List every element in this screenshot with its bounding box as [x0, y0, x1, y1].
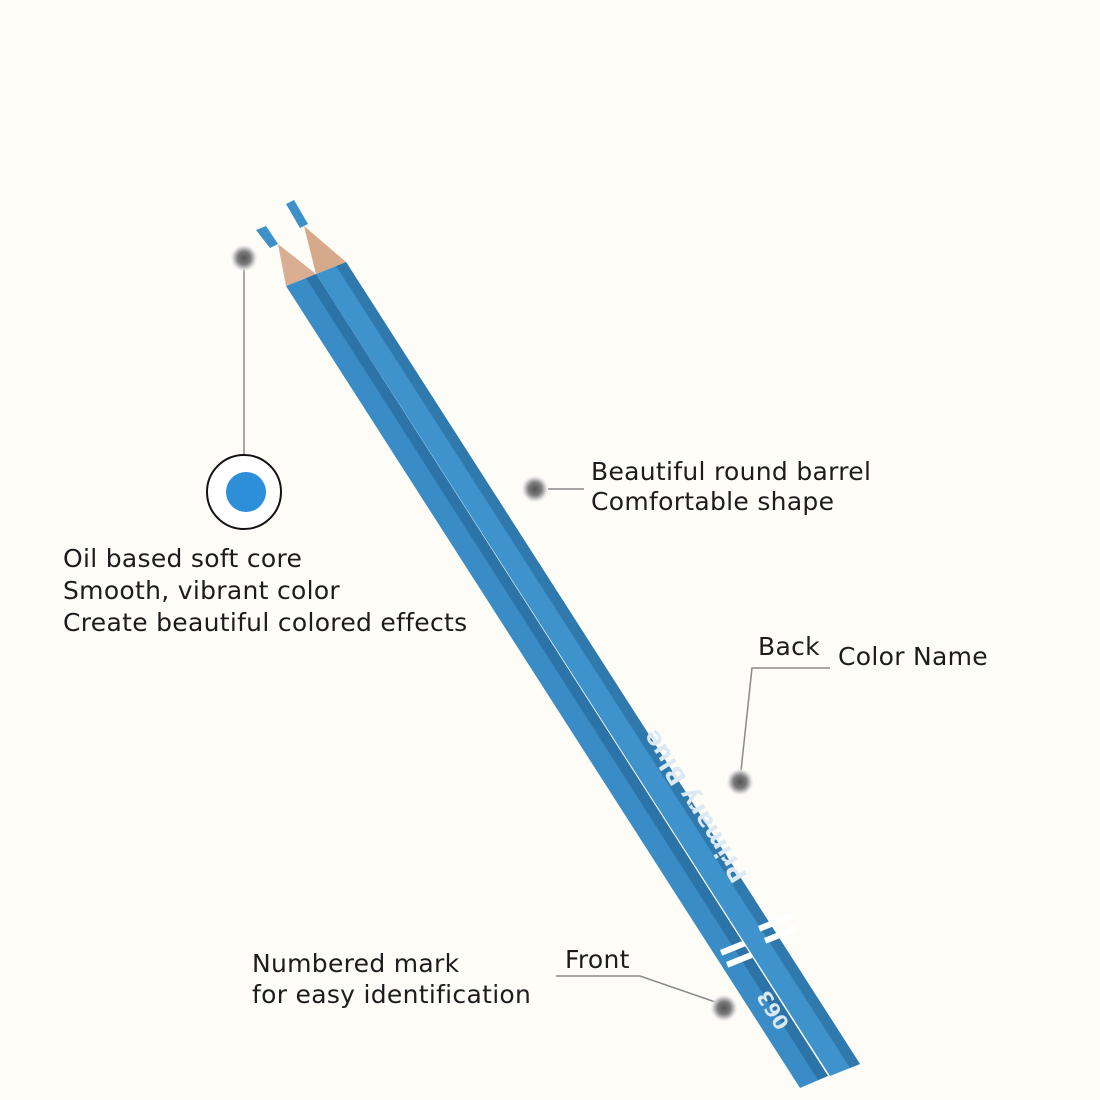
back-pencil: [256, 226, 828, 1088]
back-pencil-wood-tip: [278, 244, 316, 286]
core-feature-line-1: Oil based soft core: [63, 544, 303, 573]
barrel-dot-marker-icon: [521, 475, 549, 503]
front-label: Front: [565, 945, 630, 974]
front-pencil-band-1: [758, 913, 792, 932]
front-pencil-barrel: [316, 262, 860, 1076]
front-dot-marker-icon: [710, 994, 738, 1022]
numbered-mark-label: Numbered mark for easy identification: [252, 948, 531, 1010]
barrel-feature-line-2: Comfortable shape: [591, 487, 835, 516]
core-feature-label: Oil based soft core Smooth, vibrant colo…: [63, 543, 467, 639]
core-feature-line-2: Smooth, vibrant color: [63, 576, 341, 605]
back-pencil-band-2: [726, 949, 760, 968]
front-pencil-lead: [286, 200, 308, 228]
back-dot-marker-icon: [726, 768, 754, 796]
back-pencil-shadow-edge: [306, 274, 828, 1080]
numbered-mark-line-1: Numbered mark: [252, 949, 460, 978]
front-pencil-shadow-edge: [336, 262, 860, 1068]
barrel-feature-label: Beautiful round barrel Comfortable shape: [591, 457, 871, 517]
leader-lines: [243, 262, 830, 1006]
back-leader-line: [739, 667, 830, 781]
core-cross-section-icon: [206, 454, 282, 530]
front-pencil-wood-tip: [304, 226, 346, 274]
barrel-feature-line-1: Beautiful round barrel: [591, 457, 872, 486]
core-feature-line-3: Create beautiful colored effects: [63, 608, 468, 637]
back-pencil-lead: [256, 226, 278, 248]
front-leader-line: [556, 975, 725, 1006]
numbered-mark-line-2: for easy identification: [252, 980, 532, 1009]
front-pencil-band-2: [764, 925, 798, 944]
back-label: Back: [758, 632, 820, 661]
color-name-label: Color Name: [838, 642, 988, 671]
core-dot-marker-icon: [230, 244, 258, 272]
back-pencil-barrel: [286, 274, 828, 1088]
